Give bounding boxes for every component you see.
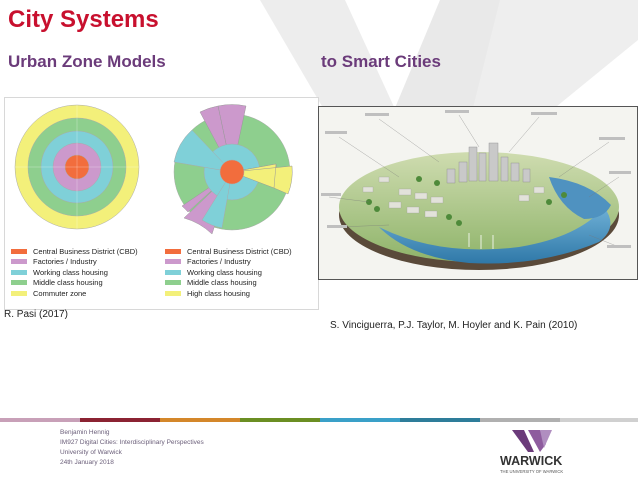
legend-item: Working class housing — [165, 267, 292, 278]
warwick-wordmark: WARWICK — [500, 454, 562, 468]
legend-swatch — [11, 280, 27, 286]
legend-item: High class housing — [165, 288, 292, 299]
zone-model-diagrams — [14, 104, 293, 235]
color-segment — [400, 418, 480, 422]
footer-date: 24th January 2018 — [60, 459, 114, 466]
warwick-logo-mark — [512, 430, 552, 452]
warwick-logo: WARWICK THE UNIVERSITY OF WARWICK — [500, 430, 563, 474]
legend-item: Factories / Industry — [11, 257, 138, 268]
color-segment — [0, 418, 80, 422]
footer-university: University of Warwick — [60, 449, 122, 456]
legend-item: Central Business District (CBD) — [11, 246, 138, 257]
legend-item: Factories / Industry — [165, 257, 292, 268]
warwick-tagline: THE UNIVERSITY OF WARWICK — [500, 469, 563, 474]
footer-color-bar — [0, 418, 638, 422]
footer-info: Benjamin Hennig IM927 Digital Cities: In… — [60, 428, 204, 468]
color-segment — [560, 418, 638, 422]
subtitle-smart-cities: to Smart Cities — [321, 52, 441, 71]
smart-city-illustration — [318, 106, 638, 280]
legend-swatch — [165, 259, 181, 265]
credit-pasi: R. Pasi (2017) — [4, 309, 68, 320]
slide-title: City Systems — [8, 6, 159, 33]
legend-swatch — [11, 259, 27, 265]
color-segment — [240, 418, 320, 422]
legend-item: Central Business District (CBD) — [165, 246, 292, 257]
footer-module: IM927 Digital Cities: Interdisciplinary … — [60, 439, 204, 446]
legend-swatch — [11, 269, 27, 275]
credit-vinciguerra: S. Vinciguerra, P.J. Taylor, M. Hoyler a… — [330, 320, 578, 331]
legend-swatch — [11, 248, 27, 254]
urban-zone-models-figure: Central Business District (CBD) Factorie… — [4, 97, 319, 310]
concentric-zone-model — [14, 104, 140, 230]
legend-swatch — [165, 248, 181, 254]
smart-city-disc-image — [319, 107, 637, 279]
color-segment — [160, 418, 240, 422]
legend-item: Working class housing — [11, 267, 138, 278]
color-segment — [320, 418, 400, 422]
legend-swatch — [165, 280, 181, 286]
sector-model — [173, 104, 293, 235]
legend-item: Middle class housing — [165, 278, 292, 289]
legend-item: Commuter zone — [11, 288, 138, 299]
legend-swatch — [165, 269, 181, 275]
footer-author: Benjamin Hennig — [60, 429, 110, 436]
legend-swatch — [165, 290, 181, 296]
subtitle-urban-zone-models: Urban Zone Models — [8, 52, 166, 71]
legend-item: Middle class housing — [11, 278, 138, 289]
legend-swatch — [11, 290, 27, 296]
legend-concentric: Central Business District (CBD) Factorie… — [11, 246, 138, 299]
color-segment — [480, 418, 560, 422]
legend-sector: Central Business District (CBD) Factorie… — [165, 246, 292, 299]
color-segment — [80, 418, 160, 422]
